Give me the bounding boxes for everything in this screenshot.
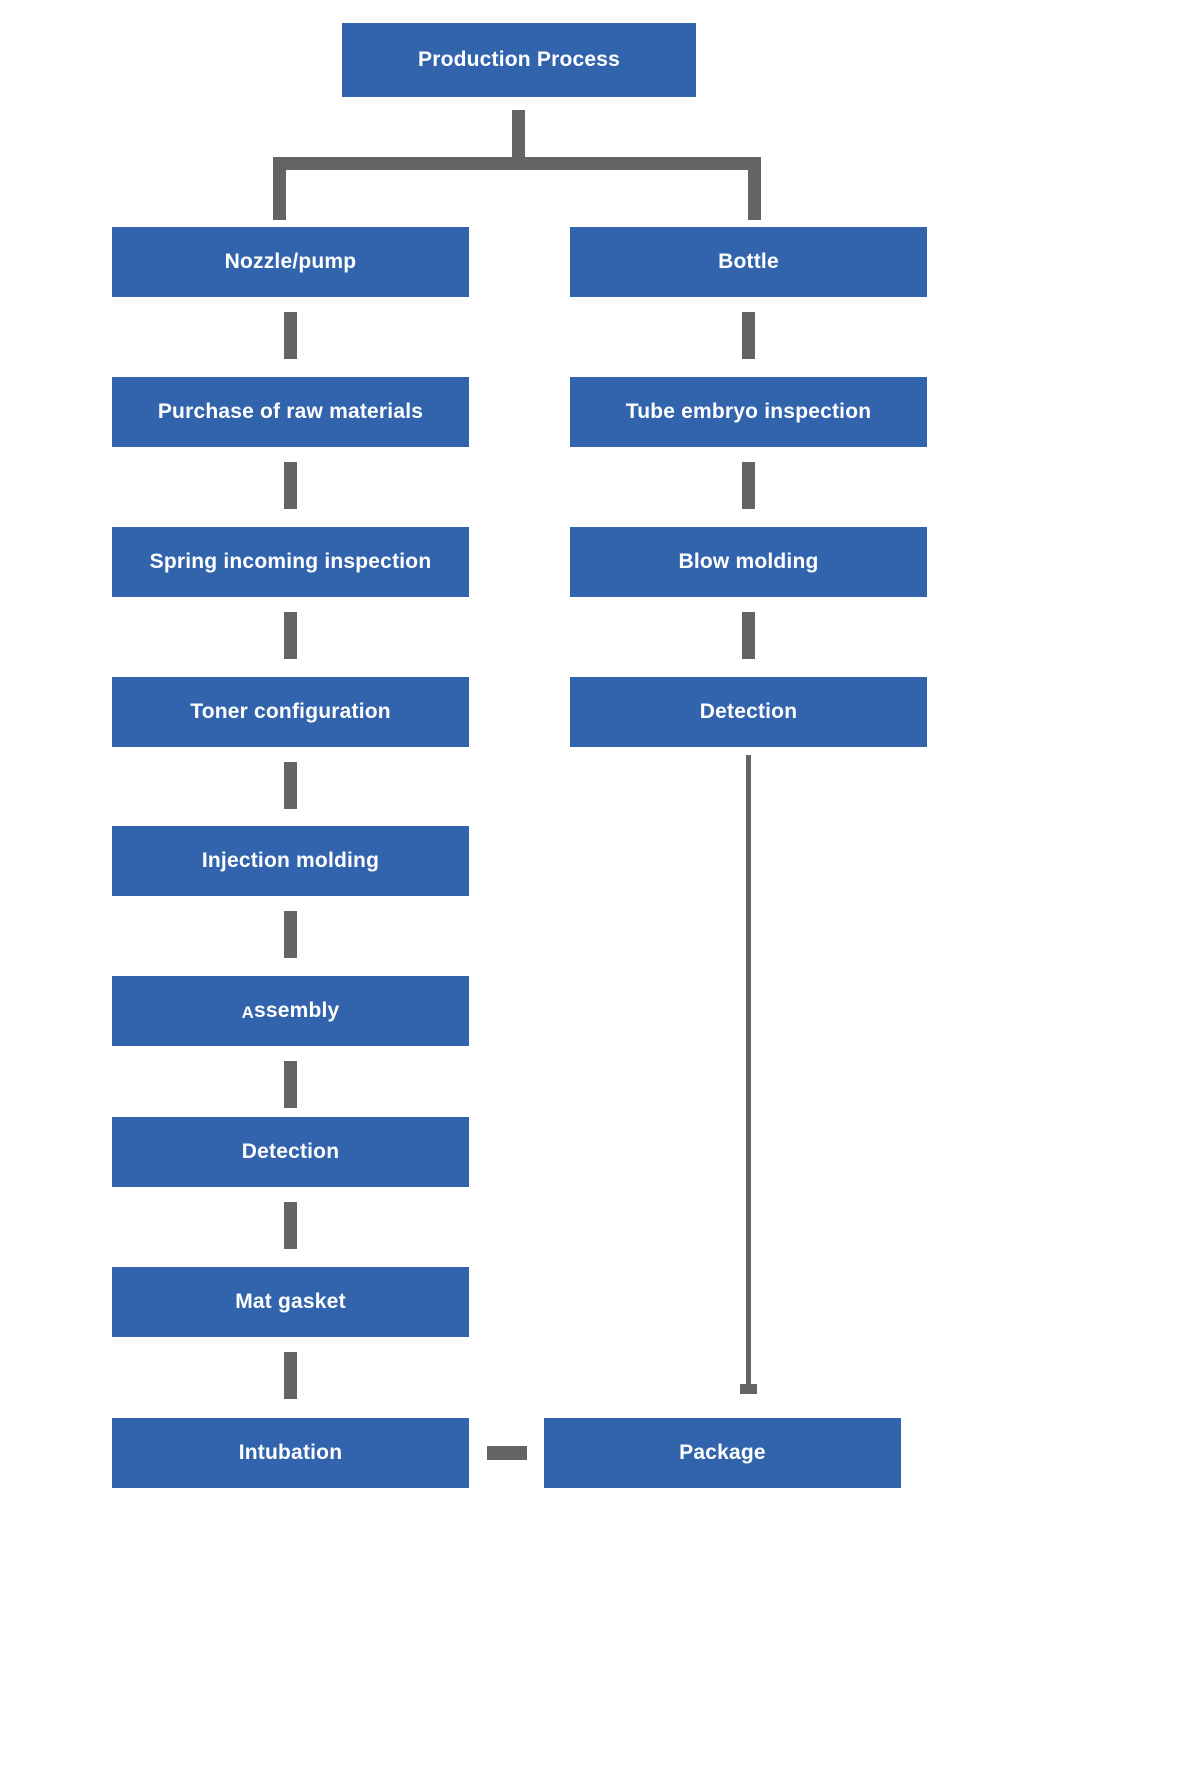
node-assembly-label-rest: ssembly: [253, 999, 340, 1023]
node-nozzle-pump-label: Nozzle/pump: [224, 250, 357, 274]
node-injection-molding[interactable]: Injection molding: [112, 826, 469, 896]
node-bottle[interactable]: Bottle: [570, 227, 927, 297]
node-toner-configuration[interactable]: Toner configuration: [112, 677, 469, 747]
connector-split-left-drop: [273, 157, 286, 220]
node-blow-molding-label: Blow molding: [678, 550, 819, 574]
node-detection-right[interactable]: Detection: [570, 677, 927, 747]
node-mat-gasket[interactable]: Mat gasket: [112, 1267, 469, 1337]
node-injection-molding-label: Injection molding: [201, 849, 380, 873]
node-detection-left-label: Detection: [241, 1140, 340, 1164]
connector-detection-right-to-package-cap: [740, 1384, 757, 1394]
node-package[interactable]: Package: [544, 1418, 901, 1488]
node-spring-incoming-inspection[interactable]: Spring incoming inspection: [112, 527, 469, 597]
node-intubation[interactable]: Intubation: [112, 1418, 469, 1488]
node-assembly-label-initial: A: [241, 1002, 254, 1022]
connector-purchase-to-spring: [284, 462, 297, 509]
connector-mat-gasket-to-intubation: [284, 1352, 297, 1399]
node-spring-incoming-inspection-label: Spring incoming inspection: [149, 550, 432, 574]
connector-assembly-to-detection: [284, 1061, 297, 1108]
node-assembly-label: Assembly: [242, 998, 340, 1023]
node-production-process-label: Production Process: [418, 48, 620, 72]
node-production-process[interactable]: Production Process: [342, 23, 696, 97]
connector-split-bar: [273, 157, 761, 170]
connector-nozzle-to-purchase: [284, 312, 297, 359]
connector-injection-to-assembly: [284, 911, 297, 958]
node-nozzle-pump[interactable]: Nozzle/pump: [112, 227, 469, 297]
connector-root-stem: [512, 110, 525, 157]
node-bottle-label: Bottle: [718, 250, 779, 274]
node-toner-configuration-label: Toner configuration: [190, 700, 391, 724]
connector-spring-to-toner: [284, 612, 297, 659]
connector-detection-to-mat-gasket: [284, 1202, 297, 1249]
node-intubation-label: Intubation: [238, 1441, 343, 1465]
node-package-label: Package: [679, 1441, 766, 1465]
node-mat-gasket-label: Mat gasket: [235, 1290, 346, 1314]
node-tube-embryo-inspection[interactable]: Tube embryo inspection: [570, 377, 927, 447]
node-detection-right-label: Detection: [699, 700, 798, 724]
node-tube-embryo-inspection-label: Tube embryo inspection: [625, 400, 872, 424]
connector-bottle-to-tube-embryo: [742, 312, 755, 359]
node-blow-molding[interactable]: Blow molding: [570, 527, 927, 597]
connector-detection-right-to-package-line: [746, 755, 751, 1390]
connector-split-right-drop: [748, 157, 761, 220]
node-purchase-of-raw-materials[interactable]: Purchase of raw materials: [112, 377, 469, 447]
node-detection-left[interactable]: Detection: [112, 1117, 469, 1187]
connector-blow-molding-to-detection: [742, 612, 755, 659]
connector-toner-to-injection: [284, 762, 297, 809]
node-purchase-of-raw-materials-label: Purchase of raw materials: [157, 400, 424, 424]
node-assembly[interactable]: Assembly: [112, 976, 469, 1046]
connector-tube-embryo-to-blow-molding: [742, 462, 755, 509]
connector-intubation-to-package: [487, 1446, 527, 1460]
